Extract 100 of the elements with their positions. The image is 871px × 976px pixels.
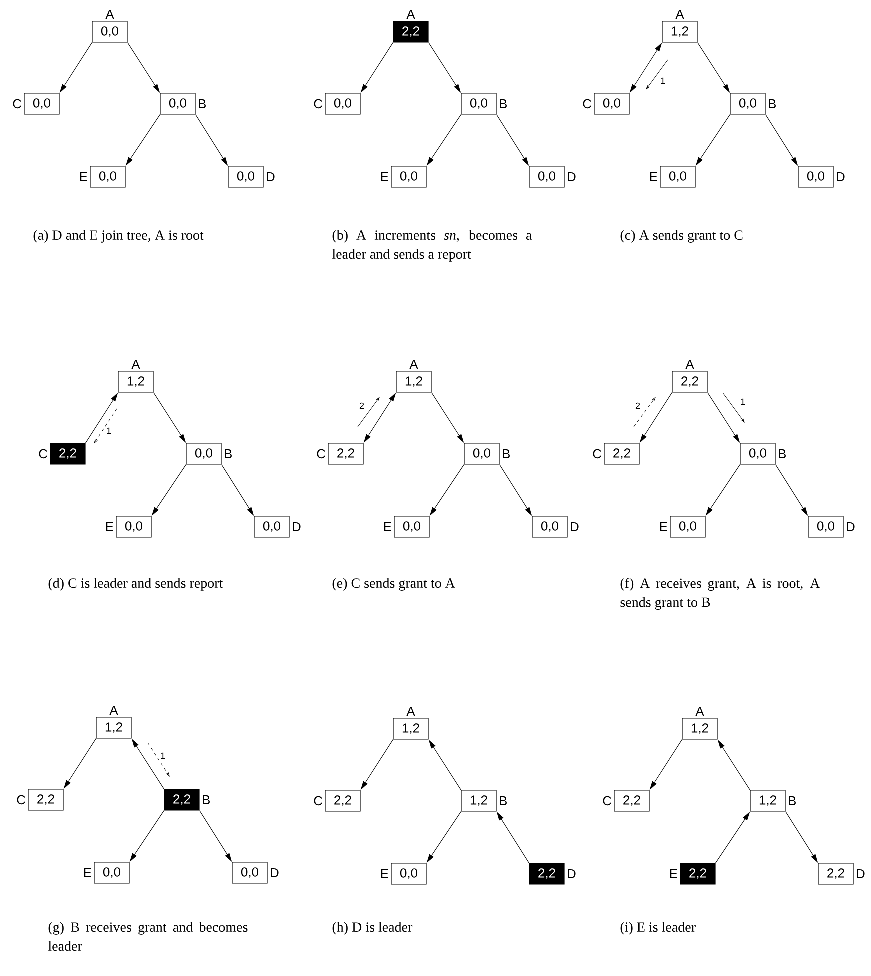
node-letter: A xyxy=(132,360,140,369)
node-letter: E xyxy=(381,870,388,878)
value-box: 2,2 xyxy=(614,790,650,812)
value-box: 2,2 xyxy=(604,443,640,465)
node-letter: B xyxy=(789,796,796,806)
value-box: 1,2 xyxy=(96,717,132,739)
node-letter: B xyxy=(503,450,510,458)
value-box: 1,2 xyxy=(396,371,432,393)
node-letter: E xyxy=(106,522,114,532)
node-letter: C xyxy=(314,796,322,806)
caption: (f) A receives grant, A is root, A sends grant to B xyxy=(620,578,820,610)
node-letter: B xyxy=(779,450,786,458)
message-number: 1 xyxy=(107,428,112,434)
value-box: 2,2 xyxy=(818,863,854,885)
node-letter: D xyxy=(571,522,579,532)
value-box: 0,0 xyxy=(186,443,222,465)
value-box: 0,0 xyxy=(325,93,361,115)
value-box: 0,0 xyxy=(116,516,152,538)
value-box: 0,0 xyxy=(464,443,500,465)
node-letter: E xyxy=(381,172,388,182)
node-letter: C xyxy=(583,99,592,109)
node-letter: A xyxy=(406,10,416,19)
caption: (c) A sends grant to C xyxy=(620,230,743,243)
node-letter: A xyxy=(410,360,418,369)
value-box: 0,0 xyxy=(90,166,126,188)
caption: (h) D is leader xyxy=(332,922,413,935)
value-box: 0,0 xyxy=(660,166,696,188)
value-box: 2,2 xyxy=(529,863,565,885)
node-letter: C xyxy=(603,796,612,806)
value-box: 0,0 xyxy=(254,516,290,538)
value-box: 2,2 xyxy=(393,21,429,43)
value-box: 0,0 xyxy=(232,862,268,884)
value-box: 0,0 xyxy=(391,863,427,885)
node-letter: B xyxy=(203,796,210,804)
value-box: 0,0 xyxy=(160,93,196,115)
value-box: 0,0 xyxy=(730,93,766,115)
message-number: 2 xyxy=(360,402,364,410)
node-letter: E xyxy=(660,522,668,532)
message-number: 1 xyxy=(661,78,666,84)
node-letter: E xyxy=(84,868,92,878)
value-box: 2,2 xyxy=(28,789,64,811)
node-letter: C xyxy=(593,449,602,459)
message-number: 2 xyxy=(636,402,640,410)
node-letter: A xyxy=(696,707,704,716)
node-letter: C xyxy=(314,99,322,109)
value-box: 2,2 xyxy=(164,789,200,811)
caption: (g) B receives grant and becomes leader xyxy=(48,922,248,952)
node-letter: D xyxy=(568,172,576,182)
message-number: 1 xyxy=(161,752,166,760)
value-box: 2,2 xyxy=(672,371,708,393)
node-letter: D xyxy=(271,868,279,878)
node-letter: A xyxy=(406,707,416,716)
value-box: 2,2 xyxy=(328,443,364,465)
value-box: 0,0 xyxy=(808,516,844,538)
message-number: 1 xyxy=(741,398,746,406)
value-box: 2,2 xyxy=(680,863,716,885)
value-box: 0,0 xyxy=(532,516,568,538)
node-letter: D xyxy=(568,870,576,878)
node-letter: E xyxy=(650,172,658,182)
value-box: 2,2 xyxy=(325,790,361,812)
value-box: 0,0 xyxy=(394,516,430,538)
node-letter: B xyxy=(225,450,232,458)
node-letter: A xyxy=(686,360,694,369)
value-box: 1,2 xyxy=(750,790,786,812)
value-box: 0,0 xyxy=(94,862,130,884)
value-box: 0,0 xyxy=(461,93,497,115)
node-letter: D xyxy=(847,522,855,532)
value-box: 1,2 xyxy=(461,790,497,812)
node-letter: A xyxy=(110,706,118,715)
caption: (a) D and E join tree, A is root xyxy=(34,230,204,243)
node-letter: D xyxy=(837,172,845,182)
node-letter: C xyxy=(317,449,326,459)
value-box: 1,2 xyxy=(118,371,154,393)
node-letter: B xyxy=(500,796,507,806)
value-box: 0,0 xyxy=(670,516,706,538)
caption: (i) E is leader xyxy=(620,922,696,935)
value-box: 1,2 xyxy=(393,718,429,740)
node-letter: E xyxy=(670,870,678,878)
value-box: 1,2 xyxy=(662,21,698,43)
value-box: 0,0 xyxy=(92,21,128,43)
node-letter: E xyxy=(80,172,88,182)
node-letter: D xyxy=(857,870,865,878)
value-box: 0,0 xyxy=(228,166,264,188)
node-letter: B xyxy=(199,100,206,108)
node-letter: B xyxy=(769,100,776,108)
value-box: 2,2 xyxy=(50,443,86,465)
value-box: 0,0 xyxy=(391,166,427,188)
value-box: 0,0 xyxy=(24,93,60,115)
node-letter: C xyxy=(17,795,26,805)
node-letter: A xyxy=(676,10,684,19)
value-box: 0,0 xyxy=(529,166,565,188)
caption: (d) C is leader and sends report xyxy=(48,578,224,591)
node-letter: C xyxy=(13,99,22,109)
value-box: 1,2 xyxy=(682,718,718,740)
value-box: 0,0 xyxy=(594,93,630,115)
caption: (e) C sends grant to A xyxy=(332,578,456,591)
caption: (b) A increments sn, becomes a leader and sends a report xyxy=(332,230,532,262)
value-box: 0,0 xyxy=(740,443,776,465)
value-box: 0,0 xyxy=(798,166,834,188)
node-letter: D xyxy=(267,172,275,182)
